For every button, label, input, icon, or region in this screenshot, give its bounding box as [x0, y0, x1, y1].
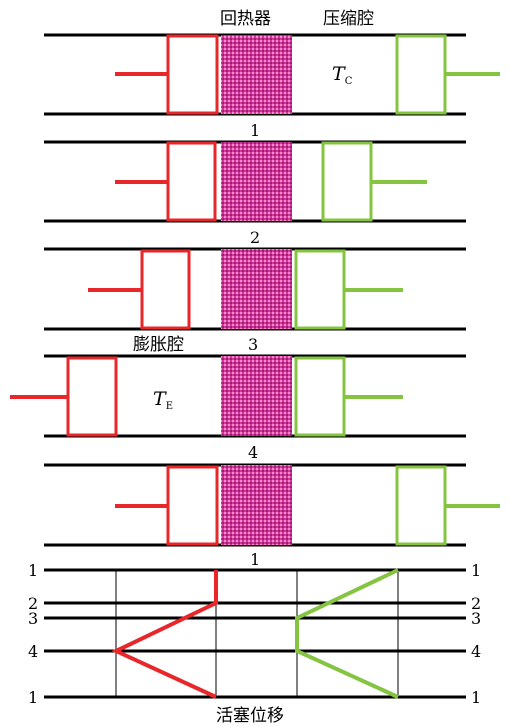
compression-piston — [395, 34, 447, 115]
expansion-piston — [166, 141, 217, 222]
te-label: TE — [153, 388, 173, 412]
compression-piston — [395, 465, 447, 546]
piston-displacement-label: 活塞位移 — [216, 706, 284, 726]
stage-1-repeat: 1 — [44, 463, 500, 569]
graph-right-label: 1 — [471, 688, 481, 707]
expansion-piston — [66, 356, 118, 437]
graph-left-label: 1 — [28, 561, 38, 580]
graph-left-label: 3 — [28, 609, 38, 628]
tc-label: TC — [332, 63, 353, 87]
compression-piston-trace — [295, 568, 399, 699]
stage-3: 膨胀腔 3 — [44, 247, 466, 355]
displacement-graph: 1 2 3 4 1 1 2 3 4 1 活塞位移 — [28, 561, 481, 726]
stage-number: 1 — [250, 550, 260, 569]
graph-right-label: 1 — [471, 561, 481, 580]
graph-left-label: 4 — [28, 642, 38, 661]
graph-right-label: 3 — [471, 609, 481, 628]
compression-piston — [321, 141, 373, 222]
expansion-piston — [166, 465, 219, 546]
graph-right-label: 4 — [471, 642, 481, 661]
expansion-piston — [166, 34, 219, 115]
graph-left-label: 2 — [28, 594, 38, 613]
stage-2: 2 — [44, 140, 466, 247]
stage-1: TC 1 — [44, 33, 500, 140]
regenerator — [221, 465, 292, 545]
regenerator — [221, 35, 292, 114]
compression-piston — [294, 249, 346, 330]
expansion-piston — [140, 249, 191, 330]
compression-space-label: 压缩腔 — [323, 9, 374, 29]
stage-number: 3 — [248, 335, 258, 354]
stage-4: TE 4 — [10, 354, 466, 462]
regenerator — [221, 356, 292, 436]
graph-right-label: 2 — [471, 594, 481, 613]
stage-number: 1 — [250, 121, 260, 140]
regenerator — [221, 249, 292, 329]
regenerator — [221, 142, 292, 221]
graph-left-label: 1 — [28, 688, 38, 707]
expansion-piston-trace — [111, 570, 218, 699]
regenerator-label: 回热器 — [220, 9, 271, 29]
expansion-space-label: 膨胀腔 — [133, 335, 184, 355]
stage-number: 2 — [250, 228, 260, 247]
stage-number: 4 — [248, 443, 258, 462]
compression-piston — [294, 356, 346, 437]
